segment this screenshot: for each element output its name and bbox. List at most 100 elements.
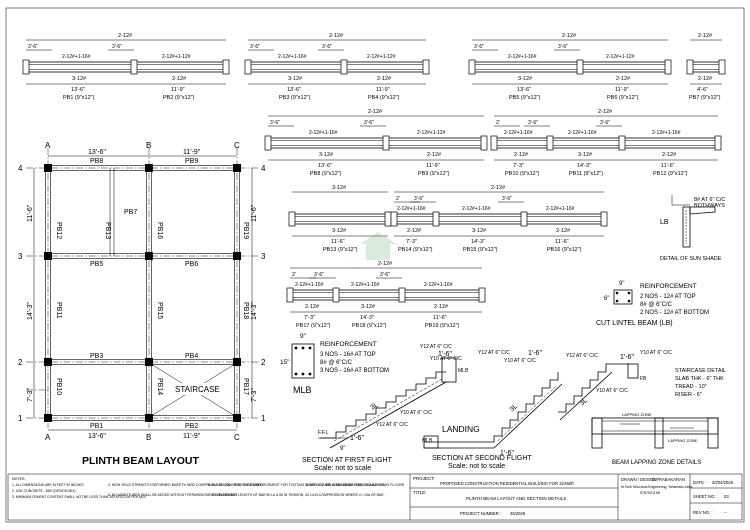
third-flight-dim: 1'-6" bbox=[620, 354, 634, 361]
beam-body bbox=[247, 61, 427, 73]
beam-bottom-bars: 2-12# bbox=[698, 76, 713, 82]
sheet-label: SHEET NO : bbox=[693, 494, 717, 499]
first-flight-y10b: Y10 AT 6" C/C bbox=[400, 410, 432, 416]
beam-label: PB15 (9"x12") bbox=[463, 247, 498, 253]
beam-mid-bars: 2-12#+1-16# bbox=[424, 282, 453, 288]
second-flight-dim: 1'-6" bbox=[528, 350, 542, 357]
lintel-caption: CUT LINTEL BEAM (LB) bbox=[596, 320, 673, 327]
beam-span: 11'-9" bbox=[615, 87, 629, 93]
beam-support bbox=[264, 135, 272, 151]
beam-mid-bars: 2-12#+1-16# bbox=[546, 206, 575, 212]
beam-label: PB6 (9"x12") bbox=[607, 95, 639, 101]
beam-extra-left: 3'-6" bbox=[270, 120, 280, 126]
beam-body bbox=[267, 137, 485, 149]
column bbox=[44, 164, 52, 172]
second-flight-mlb: MLB bbox=[422, 438, 433, 444]
beam-top-bar-label: 2-12# bbox=[598, 109, 613, 115]
beam-span: 7'-3" bbox=[513, 163, 524, 169]
beam-bottom-bars: 2-12# bbox=[427, 152, 442, 158]
beam-mid-bars: 2-12#+1-16# bbox=[508, 54, 537, 60]
beam-mid-bars: 2-12#+1-16# bbox=[462, 206, 491, 212]
column bbox=[145, 358, 153, 366]
note-3: 3. MINIMUM CEMENT CONTENT SHALL NOT BE L… bbox=[12, 495, 146, 499]
plan-label-pb12: PB12 bbox=[55, 222, 62, 239]
beam-support bbox=[422, 59, 430, 75]
mlb-caption: MLB bbox=[293, 385, 312, 395]
beam-label: PB13 (9"x12") bbox=[323, 247, 358, 253]
first-flight-mlb: MLB bbox=[458, 368, 469, 374]
beam-support bbox=[664, 59, 672, 75]
beam-bottom-bars: 3-12# bbox=[319, 152, 334, 158]
sunshade-lb: LB bbox=[660, 219, 669, 226]
beam-bottom-bars: 2-12# bbox=[407, 228, 422, 234]
grid-label-1-right: 1 bbox=[261, 414, 266, 423]
stair-detail-tread: TREAD - 10" bbox=[675, 384, 707, 390]
beam-support bbox=[520, 211, 528, 227]
beam-label: PB19 (9"x12") bbox=[425, 323, 460, 329]
beam-body bbox=[471, 61, 669, 73]
beam-mid-bars: 2-12#+1-16# bbox=[568, 130, 597, 136]
beam-extra-right: 3'-6" bbox=[558, 44, 568, 50]
plan-label-pb14: PB14 bbox=[156, 378, 163, 395]
beam-label: PB8 (9"x12") bbox=[310, 171, 342, 177]
beam-extra-left: 3'-6" bbox=[28, 44, 38, 50]
plan-label-pb11: PB11 bbox=[55, 302, 62, 319]
beam-support bbox=[390, 211, 398, 227]
beam-label: PB2 (9"x12") bbox=[163, 95, 195, 101]
beam-extra-left: 2' bbox=[396, 196, 400, 202]
plan-title: PLINTH BEAM LAYOUT bbox=[82, 455, 199, 467]
beam-support bbox=[686, 59, 694, 75]
beam-support bbox=[130, 59, 138, 75]
beam-extra-right: 3'-6" bbox=[414, 196, 424, 202]
beam-mid-bars: 2-12#+1-16# bbox=[652, 130, 681, 136]
beam-label: PB5 (9"x12") bbox=[509, 95, 541, 101]
mlb-line-1: 3 NOS - 16# AT TOP bbox=[320, 352, 376, 358]
beam-support bbox=[244, 59, 252, 75]
lintel-depth: 6" bbox=[604, 296, 609, 302]
beam-span: 11'-9" bbox=[376, 87, 390, 93]
rev-label: REV NO. : bbox=[693, 510, 713, 515]
beam-span: 13'-6" bbox=[71, 87, 85, 93]
beam-extra-right: 3'-6" bbox=[314, 272, 324, 278]
note-1: 1. ALL DIMENSIONS ARE IN FEET IN INCHES bbox=[12, 483, 84, 487]
project-no-value: 25/2026 bbox=[510, 511, 526, 516]
beam-bottom-bars: 3-12# bbox=[332, 228, 347, 234]
lintel-title: REINFORCEMENT bbox=[640, 283, 697, 290]
beam-support bbox=[576, 59, 584, 75]
note-5: 5. NO ADMIXTURES SHALL BE ADDED WITHOUT … bbox=[108, 493, 238, 497]
first-flight-scale: Scale: not to scale bbox=[314, 465, 371, 472]
plan-label-staircase: STAIRCASE bbox=[175, 385, 220, 394]
grid-label-b-top: B bbox=[146, 141, 151, 150]
beam-support bbox=[332, 287, 340, 303]
beam-top-bar-label: 3-12# bbox=[332, 185, 347, 191]
plan-dim-right-21: 7'-3" bbox=[251, 388, 258, 402]
first-flight-d15: 1'-6" bbox=[350, 435, 364, 442]
beam-label: PB1 (9"x12") bbox=[63, 95, 95, 101]
third-flight-fb: FB bbox=[640, 376, 647, 382]
watermark-logo bbox=[360, 232, 396, 260]
second-flight-d15: 1'-6" bbox=[500, 450, 514, 457]
column bbox=[233, 252, 241, 260]
beam-label: PB3 (9"x12") bbox=[279, 95, 311, 101]
column bbox=[145, 164, 153, 172]
beam-bottom-bars: 3-12# bbox=[578, 152, 593, 158]
grid-label-3-right: 3 bbox=[261, 252, 266, 261]
beam-support bbox=[718, 59, 726, 75]
lintel-line-2: 8# @ 6"C/C bbox=[640, 302, 673, 308]
plinth-beam-plan: A B C A B C 4 3 2 1 4 3 2 1 13'-6" 11'-9… bbox=[18, 141, 266, 467]
beam-span: 13'-6" bbox=[318, 163, 332, 169]
plan-dim-right-32: 14'-3" bbox=[251, 302, 258, 320]
third-flight-y10b: Y10 AT 6" C/C bbox=[596, 388, 628, 394]
firm-phone: 9787921198 bbox=[640, 491, 660, 495]
beam-extra-right: 3'-6" bbox=[322, 44, 332, 50]
plan-label-pb13: PB13 bbox=[104, 222, 111, 239]
beam-support bbox=[468, 59, 476, 75]
drawn-label: DRAWN / DESIGN : bbox=[621, 477, 659, 482]
grid-label-b-bottom: B bbox=[146, 433, 151, 442]
sheet-value: 03 bbox=[724, 494, 729, 499]
sunshade-note: 8# AT 6" C/C bbox=[694, 197, 725, 203]
plan-dim-top-bc: 11'-9" bbox=[183, 149, 201, 156]
beam-support bbox=[546, 135, 554, 151]
beam-span: 11'-6" bbox=[555, 239, 569, 245]
plan-label-pb16: PB16 bbox=[156, 222, 163, 239]
